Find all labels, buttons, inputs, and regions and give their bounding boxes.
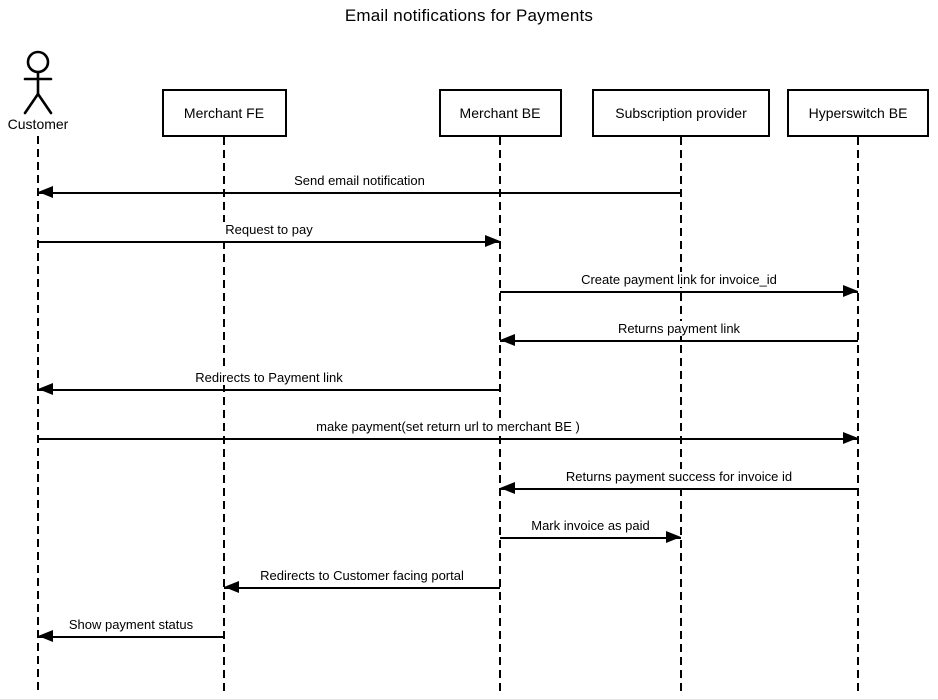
message-label-text: Returns payment success for invoice id xyxy=(562,469,796,484)
message-line xyxy=(38,438,858,440)
diagram-title: Email notifications for Payments xyxy=(344,6,594,25)
participant-label: Merchant BE xyxy=(459,105,541,121)
message-label: Send email notification xyxy=(38,173,681,189)
message-label: Redirects to Customer facing portal xyxy=(224,568,500,584)
lifeline-merchant-be xyxy=(499,137,501,695)
arrowhead-left-icon xyxy=(500,334,515,346)
message-label-text: Mark invoice as paid xyxy=(528,518,653,533)
message-label: Returns payment link xyxy=(500,321,858,337)
participant-box-hyperswitch-be: Hyperswitch BE xyxy=(787,89,929,137)
message-line xyxy=(38,389,500,391)
message-line xyxy=(500,488,858,490)
message-line xyxy=(38,636,224,638)
arrowhead-right-icon xyxy=(843,285,858,297)
message-label-text: Redirects to Customer facing portal xyxy=(257,568,467,583)
message-line xyxy=(500,340,858,342)
message-label-text: Request to pay xyxy=(222,222,316,237)
message-label-text: Returns payment link xyxy=(614,321,744,336)
message-line xyxy=(500,291,858,293)
arrowhead-left-icon xyxy=(38,630,53,642)
participant-box-merchant-fe: Merchant FE xyxy=(161,89,287,137)
message-line xyxy=(38,241,500,243)
arrowhead-left-icon xyxy=(38,186,53,198)
participant-label: Hyperswitch BE xyxy=(808,105,908,121)
actor-icon xyxy=(15,50,61,116)
lifeline-hyperswitch-be xyxy=(857,137,859,695)
message-label: Returns payment success for invoice id xyxy=(500,469,858,485)
participant-label-customer: Customer xyxy=(7,116,69,132)
message-label: Redirects to Payment link xyxy=(38,370,500,386)
message-label-text: Show payment status xyxy=(65,617,197,632)
message-label-text: Create payment link for invoice_id xyxy=(578,272,780,287)
lifeline-subscription-provider xyxy=(680,137,682,695)
participant-label: Merchant FE xyxy=(183,105,265,121)
message-line xyxy=(500,537,681,539)
arrowhead-left-icon xyxy=(500,482,515,494)
arrowhead-right-icon xyxy=(843,432,858,444)
lifeline-merchant-fe xyxy=(223,137,225,695)
message-label: make payment(set return url to merchant … xyxy=(38,419,858,435)
message-label-text: make payment(set return url to merchant … xyxy=(313,419,583,434)
message-label: Create payment link for invoice_id xyxy=(500,272,858,288)
message-label-text: Send email notification xyxy=(291,173,428,188)
message-line xyxy=(224,587,500,589)
message-label: Request to pay xyxy=(38,222,500,238)
message-label: Show payment status xyxy=(38,617,224,633)
participant-box-merchant-be: Merchant BE xyxy=(438,89,562,137)
lifeline-customer xyxy=(37,136,39,695)
message-label: Mark invoice as paid xyxy=(500,518,681,534)
message-label-text: Redirects to Payment link xyxy=(192,370,346,385)
participant-box-subscription-provider: Subscription provider xyxy=(592,89,770,137)
participant-label: Subscription provider xyxy=(615,105,747,121)
arrowhead-right-icon xyxy=(666,531,681,543)
message-line xyxy=(38,192,681,194)
arrowhead-left-icon xyxy=(38,383,53,395)
arrowhead-left-icon xyxy=(224,581,239,593)
arrowhead-right-icon xyxy=(485,235,500,247)
